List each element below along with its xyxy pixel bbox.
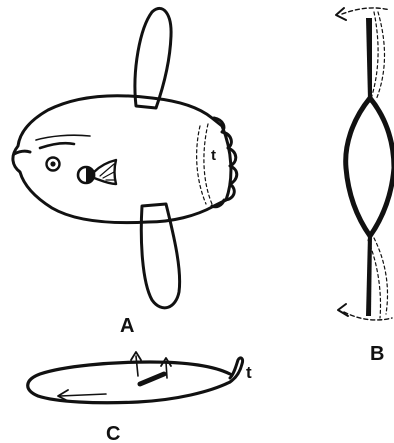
panel-b-label: B	[370, 343, 384, 365]
mid-fin	[140, 374, 164, 384]
solid-fin-lower	[366, 234, 372, 316]
swim-direction-arrow	[60, 394, 106, 396]
clavus-dashed-line-1	[204, 124, 212, 204]
mouth	[14, 151, 30, 154]
panel-b-front-view: B	[336, 8, 394, 365]
dorsal-fin	[135, 8, 171, 108]
up-arrow-right	[166, 362, 167, 378]
arc-arrow-top	[342, 8, 390, 14]
tail-mark-c: t	[246, 363, 252, 382]
arc-arrowhead-bottom	[338, 304, 348, 316]
panel-c-label: C	[106, 423, 120, 443]
up-arrow-left	[136, 356, 138, 376]
body-cross-section	[346, 98, 394, 236]
tail-fin	[230, 358, 243, 382]
panel-a-label: A	[120, 315, 134, 337]
arc-arrowhead-top	[336, 8, 346, 20]
dashed-fin-upper	[376, 12, 385, 100]
head-line	[36, 135, 90, 140]
clavus-dashed-line-2	[197, 126, 206, 204]
brow-line	[40, 143, 74, 148]
panel-a-sunfish: t A	[13, 8, 237, 337]
solid-fin-upper	[366, 18, 372, 100]
panel-c-top-view: t C	[28, 352, 252, 443]
eye-pupil	[50, 161, 55, 166]
body-outline	[13, 96, 231, 223]
tail-mark-a: t	[211, 147, 216, 164]
dashed-fin-lower	[374, 238, 388, 314]
